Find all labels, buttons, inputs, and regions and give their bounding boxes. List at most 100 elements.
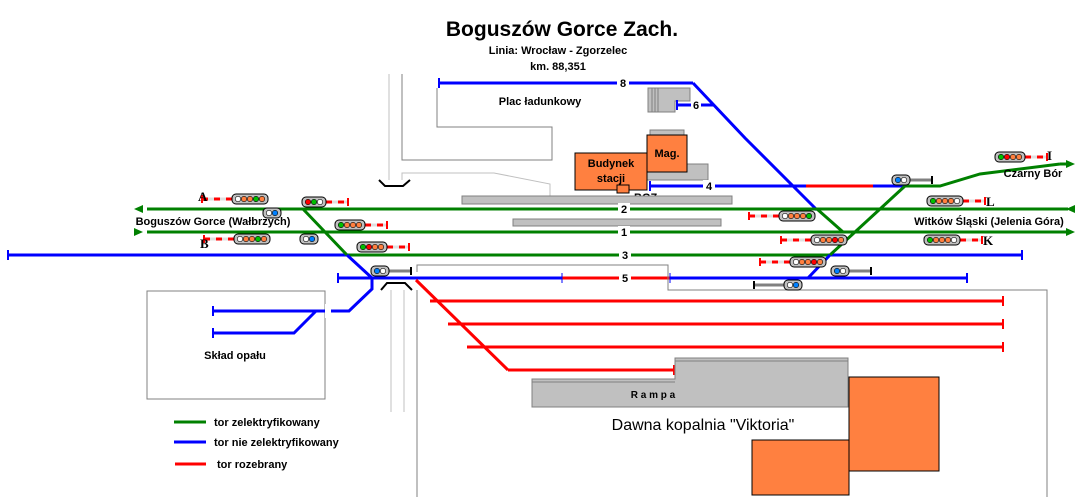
station-building: Budynek stacji BGZ xyxy=(574,152,658,204)
direction-west: Boguszów Gorce (Wałbrzych) xyxy=(136,216,291,228)
bridge-icon xyxy=(378,179,411,187)
signal-lamp xyxy=(941,198,948,205)
signal-13 xyxy=(926,195,986,207)
track-number: 6 xyxy=(693,100,699,112)
signal-6 xyxy=(299,233,319,245)
track-number: 3 xyxy=(622,250,628,262)
signal-lamp xyxy=(265,210,272,217)
signal-lamp xyxy=(839,267,846,274)
loading-yard: Plac ładunkowy xyxy=(388,74,582,196)
platform-1 xyxy=(461,195,733,205)
signal-lamp xyxy=(377,244,384,251)
signal-lamp xyxy=(260,236,267,243)
signal-label-l: L xyxy=(986,194,995,209)
track-czarny-bor xyxy=(1060,160,1075,168)
loading-ramp xyxy=(647,87,691,113)
signal-lamp xyxy=(798,258,805,265)
signal-lamp xyxy=(792,281,799,288)
signal-lamp xyxy=(253,196,260,203)
signal-4 xyxy=(356,241,410,253)
line-subtitle: Linia: Wrocław - Zgorzelec xyxy=(489,45,628,57)
legend-label: tor nie zelektryfikowany xyxy=(214,437,340,449)
signal-lamp xyxy=(258,196,265,203)
signal-lamp xyxy=(1015,154,1022,161)
signal-lamp xyxy=(241,196,248,203)
warehouse-label: Mag. xyxy=(654,148,679,160)
signal-lamp xyxy=(947,198,954,205)
signal-lamp xyxy=(894,177,901,184)
track-number: 4 xyxy=(706,181,713,193)
station-building-label-1: Budynek xyxy=(588,158,635,170)
signal-lamp xyxy=(816,258,823,265)
signal-lamp xyxy=(953,198,960,205)
track-1: 1 xyxy=(134,226,1075,239)
km-subtitle: km. 88,351 xyxy=(530,61,586,73)
loading-yard-label: Plac ładunkowy xyxy=(499,96,582,108)
signal-lamp xyxy=(938,237,945,244)
signal-lamp xyxy=(900,177,907,184)
signal-lamp xyxy=(271,210,278,217)
signal-lamp xyxy=(935,198,942,205)
track-number: 5 xyxy=(622,273,628,285)
platform-2 xyxy=(512,218,722,227)
signal-label-k: K xyxy=(983,233,994,248)
signal-11 xyxy=(891,174,933,186)
signal-lamp xyxy=(786,281,793,288)
track-5: 5 xyxy=(337,272,968,285)
track-6: 6 xyxy=(676,99,714,112)
signal-lamp xyxy=(310,199,317,206)
page-title: Boguszów Gorce Zach. xyxy=(446,18,678,41)
signal-lamp xyxy=(950,237,957,244)
signal-1 xyxy=(301,196,349,208)
signal-lamp xyxy=(255,236,262,243)
signal-lamp xyxy=(337,222,344,229)
signal-lamp xyxy=(349,222,356,229)
legend: tor zelektryfikowany tor nie zelektryfik… xyxy=(174,417,340,471)
track-number: 1 xyxy=(621,227,627,239)
signal-label-i: I xyxy=(1047,148,1052,163)
signal-lamp xyxy=(805,213,812,220)
signal-14 xyxy=(923,234,983,246)
signal-lamp xyxy=(243,236,250,243)
signal-16 xyxy=(753,279,803,291)
signal-12 xyxy=(994,151,1048,163)
signal-lamp xyxy=(799,213,806,220)
signal-3 xyxy=(203,233,271,245)
direction-northeast: Czarny Bór xyxy=(1004,168,1063,180)
signal-lamp xyxy=(237,236,244,243)
signal-2 xyxy=(334,219,388,231)
signal-lamp xyxy=(929,198,936,205)
signal-10 xyxy=(759,256,827,268)
signal-lamp xyxy=(302,236,309,243)
station-building-label-2: stacji xyxy=(597,173,625,185)
signal-lamp xyxy=(944,237,951,244)
signal-label-a: A xyxy=(198,189,208,204)
signal-lamp xyxy=(1003,154,1010,161)
signal-5 xyxy=(262,207,282,219)
signal-lamp xyxy=(355,222,362,229)
mine-building-2 xyxy=(751,439,850,496)
signal-lamp xyxy=(997,154,1004,161)
west-switch-3-5 xyxy=(345,253,374,280)
signal-lamp xyxy=(373,267,380,274)
signal-lamp xyxy=(247,196,254,203)
signal-lamp xyxy=(825,237,832,244)
dismantled-sidings xyxy=(414,278,1003,372)
signal-9 xyxy=(780,234,848,246)
track-number: 2 xyxy=(621,204,627,216)
signal-lamp xyxy=(781,213,788,220)
signal-8 xyxy=(748,210,816,222)
mine-label: Dawna kopalnia "Viktoria" xyxy=(612,417,795,434)
track-4: 4 xyxy=(649,162,1061,193)
signal-lamp xyxy=(304,199,311,206)
bridge-lower-icon xyxy=(380,282,418,497)
signal-0 xyxy=(201,193,269,205)
signal-lamp xyxy=(359,244,366,251)
signal-lamp xyxy=(810,258,817,265)
track-3: 3 xyxy=(7,249,1023,262)
signal-lamp xyxy=(371,244,378,251)
signal-lamp xyxy=(343,222,350,229)
signal-lamp xyxy=(793,213,800,220)
signal-15 xyxy=(830,265,872,277)
signal-lamp xyxy=(792,258,799,265)
